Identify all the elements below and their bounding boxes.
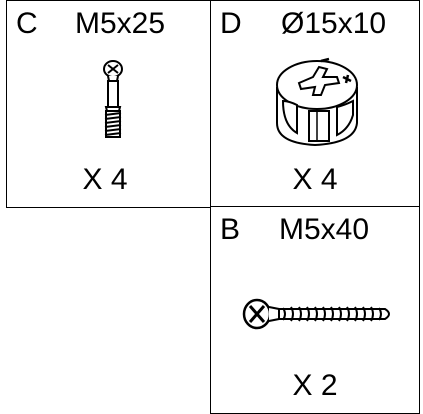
- part-size: M5x25: [75, 7, 166, 40]
- part-cell-b: B M5x40: [210, 206, 420, 414]
- dowel-screw-icon: [93, 59, 133, 149]
- part-cell-c: C M5x25 X 4: [6, 0, 212, 208]
- part-quantity: X 4: [292, 163, 338, 196]
- part-size: M5x40: [279, 213, 370, 246]
- flat-head-screw-icon: [235, 289, 397, 339]
- part-letter: D: [220, 7, 242, 40]
- part-quantity: X 2: [292, 369, 338, 402]
- cam-lock-nut-icon: [269, 55, 369, 149]
- part-size: Ø15x10: [281, 7, 387, 40]
- part-quantity: X 4: [82, 163, 128, 196]
- part-letter: C: [16, 7, 38, 40]
- part-letter: B: [220, 213, 241, 246]
- part-cell-d: D Ø15x10 X 4: [210, 0, 420, 208]
